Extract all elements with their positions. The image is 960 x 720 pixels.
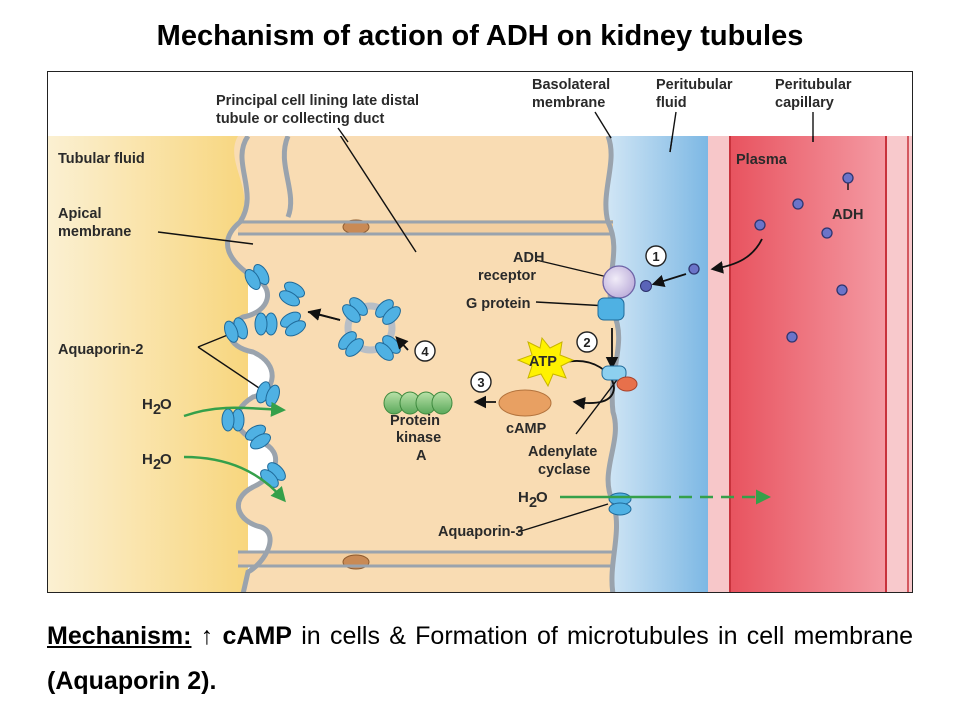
peritubular-fluid-label-line2: fluid xyxy=(656,95,687,111)
adh-receptor-label-line2: receptor xyxy=(478,268,536,284)
adh-mechanism-diagram: 1 2 3 4 Principal cell lining late dista… xyxy=(47,71,913,593)
caption-text: in cells & Formation of microtubules in … xyxy=(291,622,914,650)
adenylate-cyclase xyxy=(616,376,638,392)
caption-camp: cAMP xyxy=(222,622,292,650)
page-title: Mechanism of action of ADH on kidney tub… xyxy=(156,20,804,52)
camp-molecule xyxy=(498,389,552,417)
adh-label: ADH xyxy=(832,207,863,223)
caption-aquaporin: (Aquaporin 2). xyxy=(47,667,217,695)
step-2-badge xyxy=(576,331,598,353)
svg-text:2: 2 xyxy=(529,495,537,511)
apical-membrane-label-line2: membrane xyxy=(58,224,131,240)
principal-cell-label-line2: tubule or collecting duct xyxy=(216,111,385,127)
svg-text:2: 2 xyxy=(153,457,161,473)
peritubular-capillary-label-line1: Peritubular xyxy=(775,77,852,93)
svg-text:H: H xyxy=(518,489,529,506)
step-4-badge xyxy=(414,340,436,362)
basolateral-label-line1: Basolateral xyxy=(532,77,610,93)
peritubular-capillary-label-line2: capillary xyxy=(775,95,834,111)
svg-text:O: O xyxy=(536,489,548,506)
svg-text:O: O xyxy=(160,396,172,413)
pka-label-line1: Protein xyxy=(390,413,440,429)
apical-membrane xyxy=(225,134,279,592)
capillary-wall-right xyxy=(886,136,912,592)
plasma-label: Plasma xyxy=(736,152,788,168)
step-4-label: 4 xyxy=(421,344,429,359)
plasma-region xyxy=(730,136,886,592)
principal-cell xyxy=(225,136,619,592)
h2o-label-basolateral: H 2 O xyxy=(518,489,548,511)
cell-junction-bottom xyxy=(238,552,613,566)
camp-label: cAMP xyxy=(506,421,547,437)
atp-burst xyxy=(516,336,575,388)
adh-receptor xyxy=(602,265,636,299)
aquaporin-3-label: Aquaporin-3 xyxy=(438,524,523,540)
step-1-badge xyxy=(645,245,667,267)
basolateral-label-line2: membrane xyxy=(532,95,605,111)
apical-membrane-label-line1: Apical xyxy=(58,206,102,222)
svg-text:2: 2 xyxy=(153,402,161,418)
principal-cell-label-line1: Principal cell lining late distal xyxy=(216,93,419,109)
svg-text:H: H xyxy=(142,396,153,413)
peritubular-fluid-label-line1: Peritubular xyxy=(656,77,733,93)
adenylate-cyclase-label-line2: cyclase xyxy=(538,462,590,478)
h2o-label-upper: H 2 O xyxy=(142,396,172,418)
step-badges xyxy=(414,245,667,393)
atp-label: ATP xyxy=(529,354,557,370)
pka-label-line3: A xyxy=(416,448,427,464)
caption-label: Mechanism: xyxy=(47,622,192,650)
protein-kinase-a xyxy=(383,391,453,415)
pka-label-line2: kinase xyxy=(396,430,441,446)
adenylate-cyclase-label-line1: Adenylate xyxy=(528,444,597,460)
step-3-badge xyxy=(470,371,492,393)
g-protein-label: G protein xyxy=(466,296,530,312)
aquaporin-2-label: Aquaporin-2 xyxy=(58,342,143,358)
step-1-label: 1 xyxy=(652,249,659,264)
adh-bound xyxy=(640,280,652,292)
svg-text:H: H xyxy=(142,451,153,468)
capillary-wall-left xyxy=(708,136,730,592)
caption-up-arrow: ↑ xyxy=(200,622,214,650)
h2o-label-lower: H 2 O xyxy=(142,451,172,473)
step-3-label: 3 xyxy=(477,375,484,390)
aquaporin-vesicle xyxy=(344,302,396,354)
svg-text:O: O xyxy=(160,451,172,468)
tubular-fluid-label: Tubular fluid xyxy=(58,151,145,167)
step-2-label: 2 xyxy=(583,335,590,350)
tubular-fluid-region xyxy=(48,136,248,592)
adh-receptor-label-line1: ADH xyxy=(513,250,544,266)
g-protein xyxy=(597,297,625,321)
mechanism-caption: Mechanism: ↑ cAMP in cells & Formation o… xyxy=(47,614,913,704)
